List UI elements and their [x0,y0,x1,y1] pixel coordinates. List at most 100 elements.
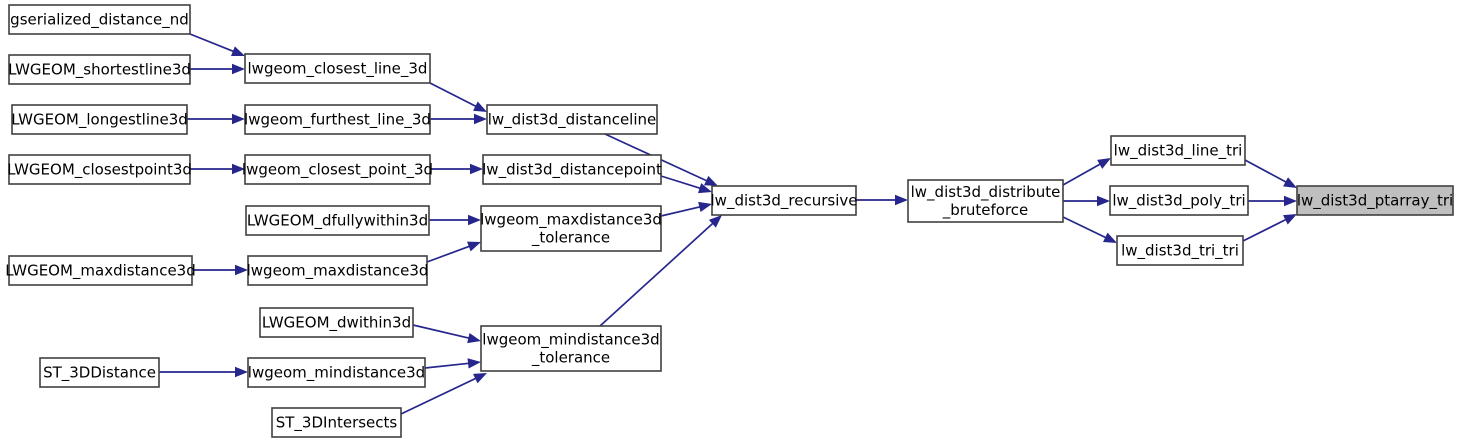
node-box[interactable] [244,104,431,135]
node-box[interactable] [480,325,662,372]
node-label: lwgeom_mindistance3d [248,363,425,382]
node-box[interactable] [247,255,428,286]
graph-node-LWGEOM_dwithin3d[interactable]: LWGEOM_dwithin3d [259,307,414,338]
arrowhead-icon [474,113,487,125]
call-edge [426,241,481,263]
node-box[interactable] [259,307,414,338]
edge-line [1062,162,1102,186]
arrowhead-icon [1283,214,1297,225]
graph-node-lw_dist3d_ptarray_tri[interactable]: lw_dist3d_ptarray_tri [1296,185,1454,216]
graph-node-LWGEOM_longestline3d[interactable]: LWGEOM_longestline3d [11,104,188,135]
node-box[interactable] [247,357,426,388]
arrowhead-icon [235,366,248,378]
call-edge [192,264,248,276]
node-label: lw_dist3d_distribute_bruteforce [911,183,1061,220]
arrowhead-icon [473,101,487,112]
graph-node-lw_dist3d_tri_tri[interactable]: lw_dist3d_tri_tri [1116,235,1244,266]
node-box[interactable] [8,255,193,286]
edge-line [1062,216,1108,239]
call-edge [1063,195,1110,207]
arrowhead-icon [704,175,718,186]
call-edge [1248,195,1297,207]
graph-node-lwgeom_furthest_line_3d[interactable]: lwgeom_furthest_line_3d [244,104,431,135]
call-edge [856,194,908,206]
arrowhead-icon [230,46,245,56]
node-label: lw_dist3d_tri_tri [1121,241,1239,260]
edge-line [599,221,715,327]
node-label: ST_3DIntersects [276,413,398,432]
node-box[interactable] [1296,185,1454,216]
node-box[interactable] [482,154,662,185]
node-label: lwgeom_mindistance3d_tolerance [482,330,659,367]
node-box[interactable] [244,154,431,185]
call-edge [424,358,481,369]
node-label: lw_dist3d_distanceline [488,110,657,129]
graph-node-ST_3DIntersects[interactable]: ST_3DIntersects [271,407,402,438]
edges-layer [159,33,1297,415]
arrowhead-icon [235,264,248,276]
node-label: lwgeom_closest_point_3d [242,160,433,179]
call-edge [1062,216,1117,243]
graph-node-LWGEOM_maxdistance3d[interactable]: LWGEOM_maxdistance3d [5,255,196,286]
node-box[interactable] [907,179,1064,223]
graph-node-gserialized_distance_nd[interactable]: gserialized_distance_nd [8,4,191,35]
graph-node-LWGEOM_closestpoint3d[interactable]: LWGEOM_closestpoint3d [7,154,192,185]
arrowhead-icon [1097,158,1111,169]
edge-line [412,324,471,340]
arrowhead-icon [1103,232,1117,243]
graph-node-lwgeom_closest_point_3d[interactable]: lwgeom_closest_point_3d [242,154,433,185]
edge-line [660,175,702,190]
node-box[interactable] [11,104,188,135]
edge-line [429,82,478,108]
graph-node-lw_dist3d_distancepoint[interactable]: lw_dist3d_distancepoint [482,154,662,185]
edge-line [660,205,702,217]
graph-node-ST_3DDistance[interactable]: ST_3DDistance [39,357,160,388]
node-box[interactable] [1116,235,1244,266]
graph-node-lw_dist3d_poly_tri[interactable]: lw_dist3d_poly_tri [1109,185,1249,216]
call-edge [1242,214,1297,242]
node-box[interactable] [486,104,658,135]
graph-node-lw_dist3d_recursive[interactable]: lw_dist3d_recursive [711,185,858,216]
graph-node-lwgeom_mindistance3d_tolerance[interactable]: lwgeom_mindistance3d_tolerance [480,325,662,372]
node-box[interactable] [271,407,402,438]
edge-line [400,376,478,415]
node-label: lw_dist3d_distancepoint [482,160,662,179]
node-box[interactable] [480,205,662,252]
node-box[interactable] [1109,185,1249,216]
graph-node-lw_dist3d_distribute_bruteforce[interactable]: lw_dist3d_distribute_bruteforce [907,179,1064,223]
edge-line [426,245,471,263]
call-edge [660,175,712,194]
graph-node-LWGEOM_dfullywithin3d[interactable]: LWGEOM_dfullywithin3d [245,205,430,236]
node-label: LWGEOM_shortestline3d [8,60,191,79]
call-edge [430,113,487,125]
node-box[interactable] [8,4,191,35]
node-label: LWGEOM_maxdistance3d [5,261,195,280]
node-label: ST_3DDistance [43,363,156,382]
graph-node-lw_dist3d_line_tri[interactable]: lw_dist3d_line_tri [1110,135,1246,166]
node-box[interactable] [711,185,857,216]
node-label: lwgeom_furthest_line_3d [244,110,431,129]
graph-node-LWGEOM_shortestline3d[interactable]: LWGEOM_shortestline3d [8,54,191,85]
arrowhead-icon [698,183,712,194]
graph-node-lwgeom_mindistance3d[interactable]: lwgeom_mindistance3d [247,357,426,388]
graph-node-lwgeom_maxdistance3d_tolerance[interactable]: lwgeom_maxdistance3d_tolerance [480,205,662,252]
node-label: gserialized_distance_nd [10,10,189,29]
node-label: lw_dist3d_ptarray_tri [1297,191,1453,210]
arrowhead-icon [470,163,483,175]
node-box[interactable] [8,154,191,185]
node-box[interactable] [1110,135,1246,166]
node-box[interactable] [8,54,191,85]
node-box[interactable] [244,53,431,84]
arrowhead-icon [232,63,245,75]
node-box[interactable] [245,205,430,236]
call-edge [190,63,245,75]
call-edge [429,214,481,226]
node-label: lw_dist3d_line_tri [1114,141,1243,160]
graph-node-lw_dist3d_distanceline[interactable]: lw_dist3d_distanceline [486,104,658,135]
graph-node-lwgeom_closest_line_3d[interactable]: lwgeom_closest_line_3d [244,53,431,84]
call-edge [660,201,712,217]
graph-node-lwgeom_maxdistance3d[interactable]: lwgeom_maxdistance3d [247,255,429,286]
arrowhead-icon [232,163,245,175]
node-box[interactable] [39,357,160,388]
